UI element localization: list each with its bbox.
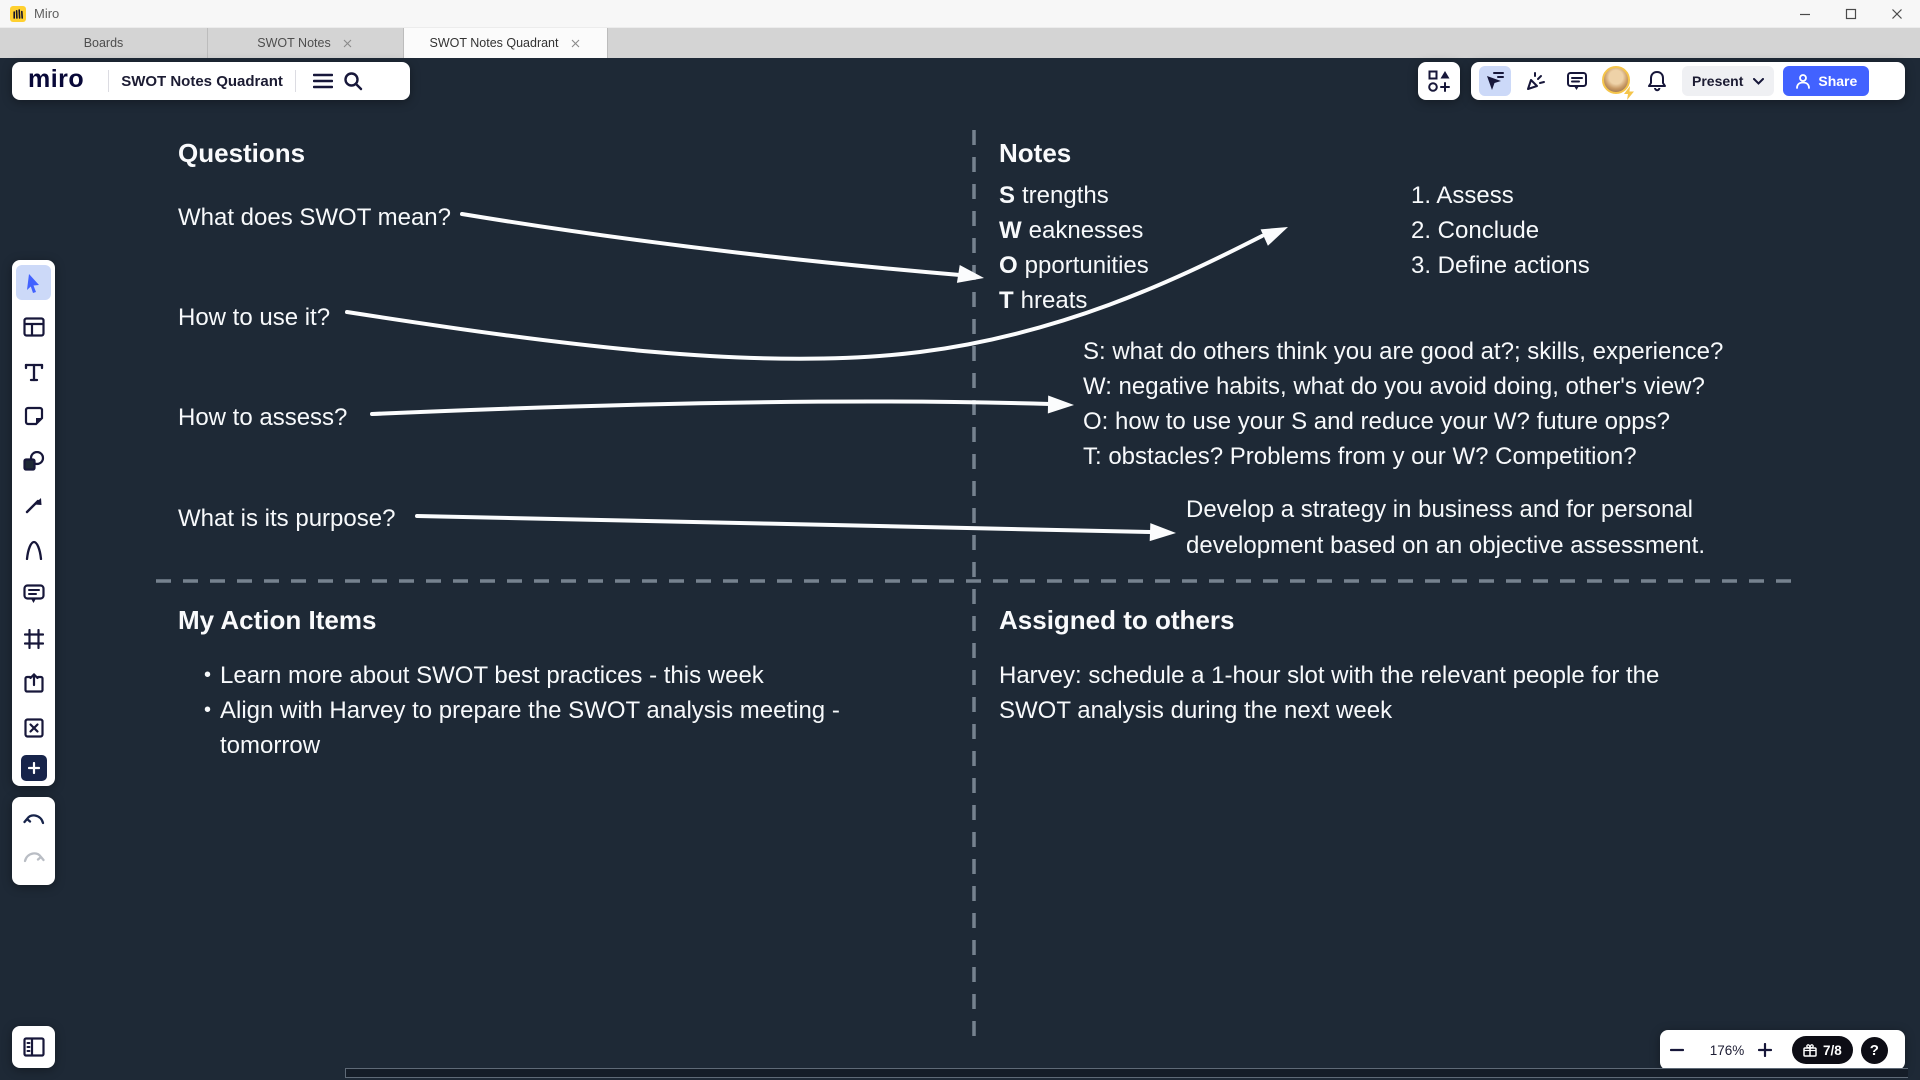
action-item: Learn more about SWOT best practices - t… xyxy=(178,658,890,693)
text-icon xyxy=(24,363,43,381)
sidebar-toggle-button[interactable] xyxy=(12,1026,55,1068)
assigned-text[interactable]: Harvey: schedule a 1-hour slot with the … xyxy=(999,662,1660,724)
reactions-icon xyxy=(1527,72,1545,90)
plus-icon xyxy=(27,761,40,774)
steps-list[interactable]: 1. Assess 2. Conclude 3. Define actions xyxy=(1411,182,1590,279)
shapes-tool[interactable] xyxy=(16,443,51,478)
reactions-button[interactable] xyxy=(1520,66,1552,96)
upload-icon xyxy=(23,673,44,693)
select-tool[interactable] xyxy=(16,265,51,300)
more-tools-button[interactable] xyxy=(20,754,47,781)
clear-tool[interactable] xyxy=(16,710,51,745)
action-items-title[interactable]: My Action Items xyxy=(178,605,377,635)
zoom-in-button[interactable] xyxy=(1758,1043,1784,1057)
apps-button[interactable] xyxy=(1418,62,1460,100)
board-name[interactable]: SWOT Notes Quadrant xyxy=(121,72,283,90)
sidebar-toggle-icon xyxy=(22,1037,45,1057)
comment-icon xyxy=(22,584,45,604)
minimize-icon[interactable] xyxy=(1782,0,1828,28)
plus-icon xyxy=(1758,1043,1772,1057)
comments-button[interactable] xyxy=(1561,66,1593,96)
share-person-icon xyxy=(1796,74,1811,89)
question-item[interactable]: What does SWOT mean? xyxy=(178,204,451,231)
divider xyxy=(294,70,296,92)
zoom-out-button[interactable] xyxy=(1670,1043,1696,1057)
shapes-icon xyxy=(22,450,44,471)
tab-boards[interactable]: Boards xyxy=(0,28,208,58)
help-button[interactable]: ? xyxy=(1860,1036,1888,1064)
horizontal-scrollbar[interactable] xyxy=(345,1068,1908,1078)
gift-icon xyxy=(1803,1044,1817,1057)
purpose-text[interactable]: Develop a strategy in business and for p… xyxy=(1186,496,1705,559)
tab-close-icon[interactable] xyxy=(569,39,582,48)
notes-title[interactable]: Notes xyxy=(999,138,1072,168)
sticky-note-icon xyxy=(24,406,43,426)
arrow-tool[interactable] xyxy=(16,488,51,523)
tool-palette xyxy=(12,260,55,786)
question-item[interactable]: How to use it? xyxy=(178,304,331,331)
question-item[interactable]: How to assess? xyxy=(178,404,348,431)
follow-cursor-button[interactable] xyxy=(1479,66,1511,96)
swot-details[interactable]: S: what do others think you are good at?… xyxy=(1083,338,1724,470)
zoom-bar: 176% 7/8 ? xyxy=(1660,1030,1905,1070)
follow-cursor-icon xyxy=(1487,72,1504,90)
frame-icon xyxy=(23,628,44,649)
notifications-button[interactable] xyxy=(1641,66,1673,96)
search-icon[interactable] xyxy=(338,66,368,96)
chevron-down-icon xyxy=(1753,77,1765,85)
undo-icon[interactable] xyxy=(22,813,45,831)
question-item[interactable]: What is its purpose? xyxy=(178,505,396,532)
lightning-badge-icon xyxy=(1624,86,1634,100)
tab-bar: Boards SWOT Notes SWOT Notes Quadrant xyxy=(0,28,1920,58)
maximize-icon[interactable] xyxy=(1828,0,1874,28)
questions-title[interactable]: Questions xyxy=(178,138,306,168)
arrow-icon xyxy=(25,498,41,514)
comments-icon xyxy=(1567,72,1587,90)
tab-swot-notes[interactable]: SWOT Notes xyxy=(208,28,404,58)
text-tool[interactable] xyxy=(16,354,51,389)
tab-swot-notes-quadrant[interactable]: SWOT Notes Quadrant xyxy=(404,28,608,58)
assigned-title[interactable]: Assigned to others xyxy=(999,605,1235,635)
board-toolbar: miro SWOT Notes Quadrant xyxy=(12,62,410,100)
pen-icon xyxy=(25,540,42,560)
miro-app-icon xyxy=(10,5,26,22)
action-item: Align with Harvey to prepare the SWOT an… xyxy=(178,693,890,763)
user-avatar[interactable] xyxy=(1602,66,1634,100)
credits-pill[interactable]: 7/8 xyxy=(1792,1036,1853,1064)
present-button[interactable]: Present xyxy=(1682,66,1775,96)
comment-tool[interactable] xyxy=(16,577,51,612)
collaboration-toolbar: Present Share xyxy=(1471,62,1905,100)
miro-logo[interactable]: miro xyxy=(28,65,85,93)
action-items-list[interactable]: Learn more about SWOT best practices - t… xyxy=(178,658,890,763)
tab-close-icon[interactable] xyxy=(341,39,354,48)
redo-icon[interactable] xyxy=(23,851,45,869)
window-title: Miro xyxy=(34,6,60,21)
share-button[interactable]: Share xyxy=(1783,66,1870,96)
credits-count: 7/8 xyxy=(1823,1042,1842,1058)
apps-icon xyxy=(1428,70,1450,92)
notifications-bell-icon xyxy=(1648,71,1666,92)
clear-icon xyxy=(23,718,44,738)
avatar xyxy=(1602,66,1630,94)
pen-tool[interactable] xyxy=(16,532,51,567)
divider xyxy=(108,70,110,92)
window-title-bar: Miro xyxy=(0,0,1920,28)
close-icon[interactable] xyxy=(1874,0,1920,28)
select-icon xyxy=(26,273,39,293)
minus-icon xyxy=(1670,1048,1684,1052)
zoom-level[interactable]: 176% xyxy=(1709,1042,1745,1058)
history-palette xyxy=(12,797,55,885)
sticky-note-tool[interactable] xyxy=(16,399,51,434)
frame-tool[interactable] xyxy=(16,621,51,656)
upload-tool[interactable] xyxy=(16,666,51,701)
templates-icon xyxy=(22,317,45,337)
hamburger-menu-icon[interactable] xyxy=(308,66,338,96)
templates-tool[interactable] xyxy=(16,310,51,345)
